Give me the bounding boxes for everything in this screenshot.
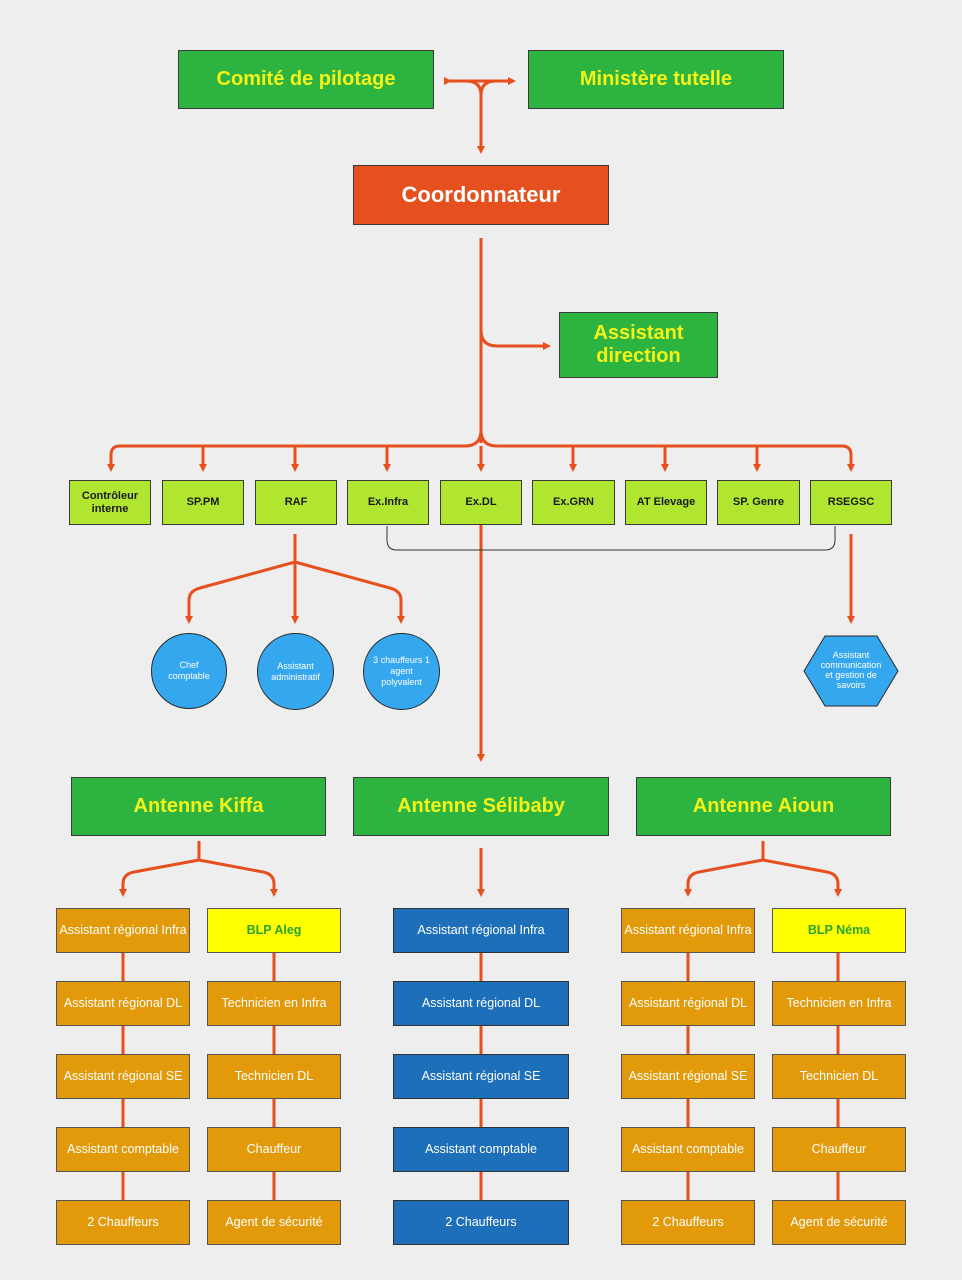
kiffa-staff-box: Assistant comptable xyxy=(56,1127,190,1172)
comite-box: Comité de pilotage xyxy=(178,50,434,109)
kiffa-blp-staff-box: Agent de sécurité xyxy=(207,1200,341,1245)
staff-label: Assistant régional DL xyxy=(63,996,183,1011)
staff-label: Assistant régional DL xyxy=(628,996,748,1011)
antenne-title: Antenne Aioun xyxy=(692,795,835,817)
unit-label: RSEGSC xyxy=(827,496,875,509)
staff-label: Assistant comptable xyxy=(632,1142,744,1157)
kiffa-staff-box: 2 Chauffeurs xyxy=(56,1200,190,1245)
unit-controleur: Contrôleur interne xyxy=(69,480,151,525)
aioun-staff-box: Assistant régional SE xyxy=(621,1054,755,1099)
staff-label: Assistant régional Infra xyxy=(417,923,545,938)
unit-exinfra: Ex.Infra xyxy=(347,480,429,525)
aioun-blp-staff-box: Chauffeur xyxy=(772,1127,906,1172)
kiffa-staff-box: Assistant régional Infra xyxy=(56,908,190,953)
hexagon-shape xyxy=(803,635,899,707)
assistant-direction-label: Assistant direction xyxy=(593,322,684,367)
aioun-staff-box: Assistant régional Infra xyxy=(621,908,755,953)
antenne-title: Antenne Kiffa xyxy=(133,795,264,817)
staff-label: Assistant régional Infra xyxy=(624,923,752,938)
assistant-direction-box: Assistant direction xyxy=(559,312,718,378)
circle-label: Assistant administratif xyxy=(271,660,320,682)
staff-label: 2 Chauffeurs xyxy=(652,1215,724,1230)
antenne-aioun-box: Antenne Aioun xyxy=(636,777,891,836)
coordonnateur-label: Coordonnateur xyxy=(401,182,561,208)
staff-label: Assistant régional SE xyxy=(63,1069,183,1084)
unit-label: AT Elevage xyxy=(636,496,696,509)
aioun-blp-staff-box: Technicien en Infra xyxy=(772,981,906,1026)
circle-label: 3 chauffeurs 1 agent polyvalent xyxy=(373,655,430,687)
staff-label: Assistant régional DL xyxy=(421,996,541,1011)
aioun-staff-box: 2 Chauffeurs xyxy=(621,1200,755,1245)
staff-label: Agent de sécurité xyxy=(225,1215,323,1230)
staff-label: Technicien DL xyxy=(234,1069,314,1084)
kiffa-staff-box: Assistant régional SE xyxy=(56,1054,190,1099)
assistant-communication-hexagon: Assistant communication et gestion de sa… xyxy=(803,635,899,707)
staff-label: 2 Chauffeurs xyxy=(87,1215,159,1230)
unit-label: Ex.Infra xyxy=(367,496,409,509)
unit-label: Contrôleur interne xyxy=(81,489,139,515)
kiffa-staff-box: Assistant régional DL xyxy=(56,981,190,1026)
blp-label: BLP Aleg xyxy=(246,923,302,938)
unit-rsegsc: RSEGSC xyxy=(810,480,892,525)
unit-label: RAF xyxy=(284,496,308,509)
aioun-staff-box: Assistant régional DL xyxy=(621,981,755,1026)
blp-label: BLP Néma xyxy=(807,923,871,938)
staff-label: Technicien DL xyxy=(799,1069,879,1084)
unit-exdl: Ex.DL xyxy=(440,480,522,525)
staff-label: Technicien en Infra xyxy=(221,996,327,1011)
unit-exgrn: Ex.GRN xyxy=(532,480,615,525)
staff-label: Agent de sécurité xyxy=(790,1215,888,1230)
antenne-selibaby-box: Antenne Sélibaby xyxy=(353,777,609,836)
kiffa-blp-staff-box: Technicien DL xyxy=(207,1054,341,1099)
hexagon-label: Assistant communication et gestion de sa… xyxy=(820,650,882,690)
selibaby-staff-box: 2 Chauffeurs xyxy=(393,1200,569,1245)
unit-atelevage: AT Elevage xyxy=(625,480,707,525)
selibaby-staff-box: Assistant régional Infra xyxy=(393,908,569,953)
aioun-blp-staff-box: Agent de sécurité xyxy=(772,1200,906,1245)
blp-aleg-box: BLP Aleg xyxy=(207,908,341,953)
unit-label: Ex.GRN xyxy=(553,496,594,509)
aioun-blp-staff-box: Technicien DL xyxy=(772,1054,906,1099)
chef-comptable-circle: Chef comptable xyxy=(151,633,227,709)
staff-label: 2 Chauffeurs xyxy=(445,1215,517,1230)
blp-nema-box: BLP Néma xyxy=(772,908,906,953)
coordonnateur-box: Coordonnateur xyxy=(353,165,609,225)
comite-label: Comité de pilotage xyxy=(216,68,396,90)
unit-label: SP.PM xyxy=(186,496,220,509)
unit-label: SP. Genre xyxy=(732,496,785,509)
chauffeurs-agent-circle: 3 chauffeurs 1 agent polyvalent xyxy=(363,633,440,710)
staff-label: Assistant régional SE xyxy=(421,1069,541,1084)
aioun-staff-box: Assistant comptable xyxy=(621,1127,755,1172)
unit-sppm: SP.PM xyxy=(162,480,244,525)
ministere-label: Ministère tutelle xyxy=(579,68,733,90)
staff-label: Chauffeur xyxy=(246,1142,302,1157)
staff-label: Technicien en Infra xyxy=(786,996,892,1011)
staff-label: Assistant régional SE xyxy=(628,1069,748,1084)
unit-raf: RAF xyxy=(255,480,337,525)
selibaby-staff-box: Assistant régional SE xyxy=(393,1054,569,1099)
staff-label: Assistant comptable xyxy=(67,1142,179,1157)
selibaby-staff-box: Assistant régional DL xyxy=(393,981,569,1026)
selibaby-staff-box: Assistant comptable xyxy=(393,1127,569,1172)
kiffa-blp-staff-box: Chauffeur xyxy=(207,1127,341,1172)
staff-label: Assistant comptable xyxy=(425,1142,537,1157)
staff-label: Assistant régional Infra xyxy=(59,923,187,938)
staff-label: Chauffeur xyxy=(811,1142,867,1157)
circle-label: Chef comptable xyxy=(168,660,210,681)
unit-spgenre: SP. Genre xyxy=(717,480,800,525)
antenne-title: Antenne Sélibaby xyxy=(397,795,565,817)
ministere-box: Ministère tutelle xyxy=(528,50,784,109)
unit-label: Ex.DL xyxy=(465,496,497,509)
assistant-administratif-circle: Assistant administratif xyxy=(257,633,334,710)
kiffa-blp-staff-box: Technicien en Infra xyxy=(207,981,341,1026)
antenne-kiffa-box: Antenne Kiffa xyxy=(71,777,326,836)
